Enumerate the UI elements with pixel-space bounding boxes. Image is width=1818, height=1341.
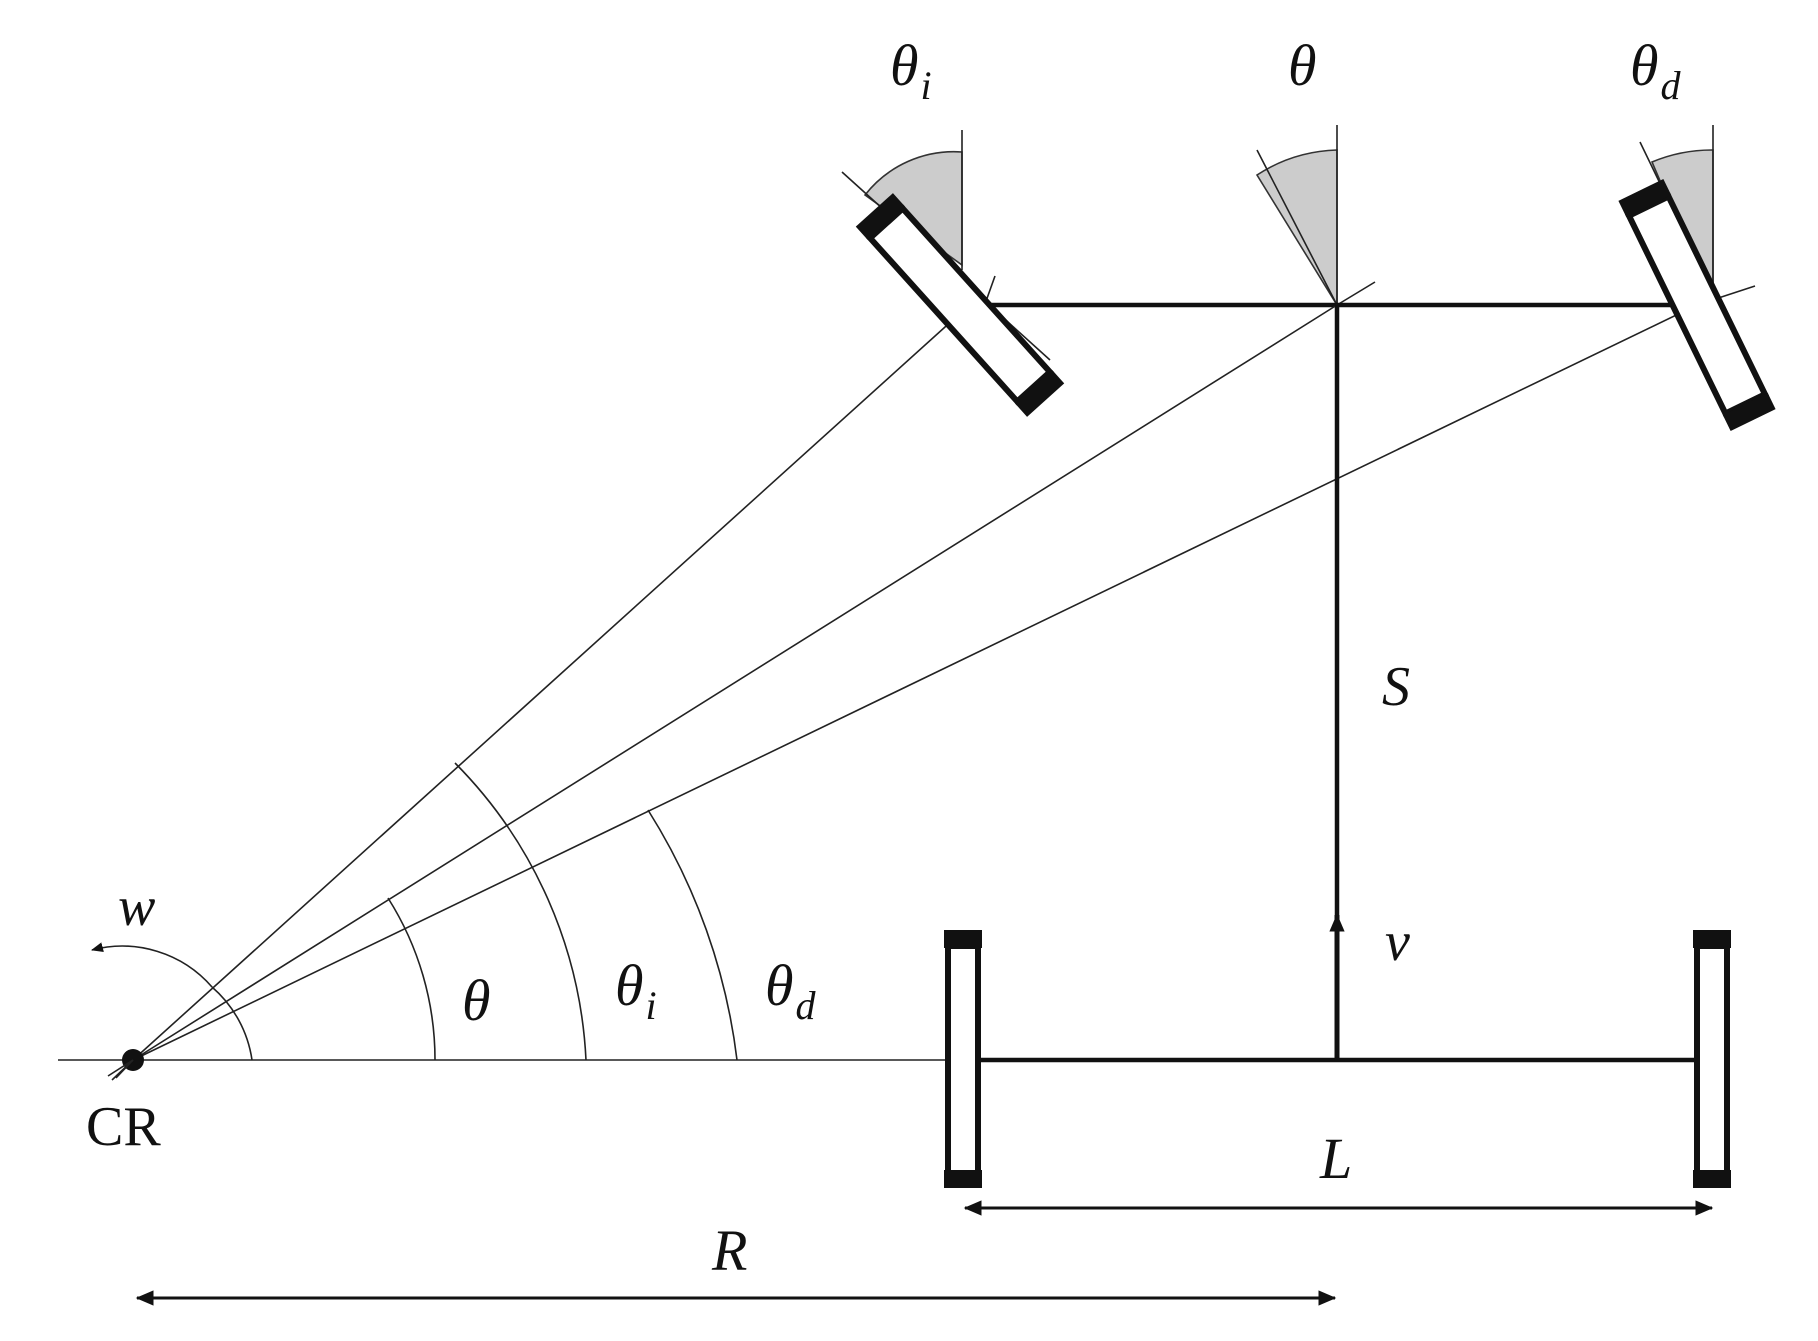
wheelbase-label: S (1382, 656, 1410, 718)
theta-d-arc (647, 809, 738, 1061)
theta-arc-label: θ (462, 968, 491, 1033)
rear-inner-wheel (944, 930, 982, 1188)
center-of-rotation-label: CR (86, 1096, 161, 1158)
front-outer-wheel (1618, 178, 1776, 432)
theta-i-top-label: θi (890, 33, 932, 108)
theta-arc (387, 897, 436, 1061)
theta-i-arc (454, 762, 587, 1061)
velocity-label: v (1385, 911, 1410, 973)
theta-d-arc-label: θd (765, 953, 817, 1028)
omega-arrow (91, 942, 213, 988)
inner-wheel-angle-sector (863, 150, 963, 267)
center-of-rotation-point (107, 1049, 144, 1081)
axle-perpendicular-lines (984, 275, 1756, 306)
vertical-reference-lines (961, 125, 1714, 305)
theta-d-top-label: θd (1630, 33, 1682, 108)
theta-top-label: θ (1288, 33, 1317, 98)
theta-i-arc-label: θi (615, 953, 657, 1028)
turn-radius-label: R (711, 1218, 747, 1283)
omega-label: w (118, 876, 155, 938)
track-width-label: L (1319, 1126, 1352, 1191)
front-inner-wheel (855, 193, 1065, 417)
rear-outer-wheel (1693, 930, 1731, 1188)
angle-arcs (91, 762, 738, 1061)
radial-lines (132, 304, 1698, 1061)
labels: θi θ θd S v w CR θ θi θd L (86, 33, 1682, 1283)
